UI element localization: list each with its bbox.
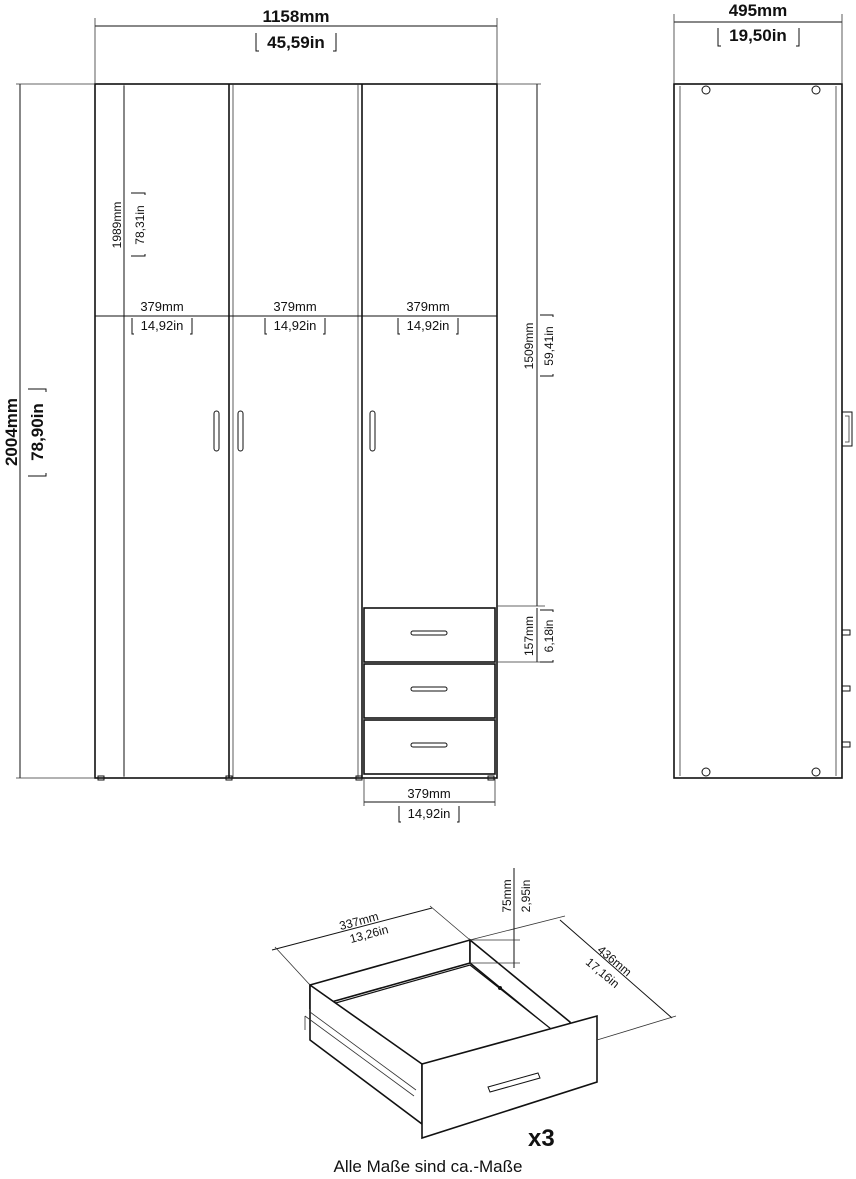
door2-width-in-label: 14,92in (274, 318, 317, 333)
drawer-height-mm-label: 157mm (522, 616, 536, 656)
width-in-label: 45,59in (267, 33, 325, 52)
door-handle-2 (237, 410, 244, 452)
door-height-mm-label: 1509mm (522, 323, 536, 370)
drawer-width-in-label: 14,92in (408, 806, 451, 821)
height-in-label: 78,90in (28, 403, 47, 461)
door-height-in-label: 59,41in (542, 326, 556, 365)
drawer-handle-2 (410, 686, 448, 692)
door-handle-3 (369, 410, 376, 452)
drawer-1 (363, 607, 496, 663)
door3-width-in-label: 14,92in (407, 318, 450, 333)
cabinet-outline (94, 83, 498, 779)
drawer-height-in-label: 6,18in (542, 620, 556, 653)
drawer-quantity-label: x3 (528, 1125, 555, 1152)
inner-height-in-label: 78,31in (133, 205, 147, 244)
door3-width-mm-label: 379mm (406, 299, 449, 314)
drawer-3 (363, 719, 496, 775)
drawer-front-handle (487, 1072, 541, 1093)
drawer-2 (363, 663, 496, 719)
height-mm-label: 2004mm (2, 398, 21, 466)
inner-height-mm-label: 1989mm (110, 202, 124, 249)
door1-width-mm-label: 379mm (140, 299, 183, 314)
drawer-height-iso-mm-label: 75mm (500, 879, 514, 912)
drawer-isometric: 337mm 13,26in 436mm 17,16in 75mm 2,95in … (271, 868, 677, 1152)
width-mm-label: 1158mm (262, 7, 329, 26)
depth-in-label: 19,50in (729, 26, 787, 45)
drawer-height-iso-in-label: 2,95in (519, 880, 533, 913)
front-view: 1158mm 45,59in 2004mm 78,90in 1989mm 78,… (2, 7, 556, 823)
drawer-width-mm-label: 379mm (407, 786, 450, 801)
door-handle-1 (213, 410, 220, 452)
door2-width-mm-label: 379mm (273, 299, 316, 314)
depth-mm-label: 495mm (729, 1, 788, 20)
drawer-handle-3 (410, 742, 448, 748)
footer-note: Alle Maße sind ca.-Maße (334, 1157, 523, 1176)
side-panel-outline (673, 83, 843, 779)
drawer-front-panel (421, 1014, 598, 1140)
door1-width-in-label: 14,92in (141, 318, 184, 333)
drawer-handle-1 (410, 630, 448, 636)
side-view: 495mm 19,50in (673, 1, 853, 779)
